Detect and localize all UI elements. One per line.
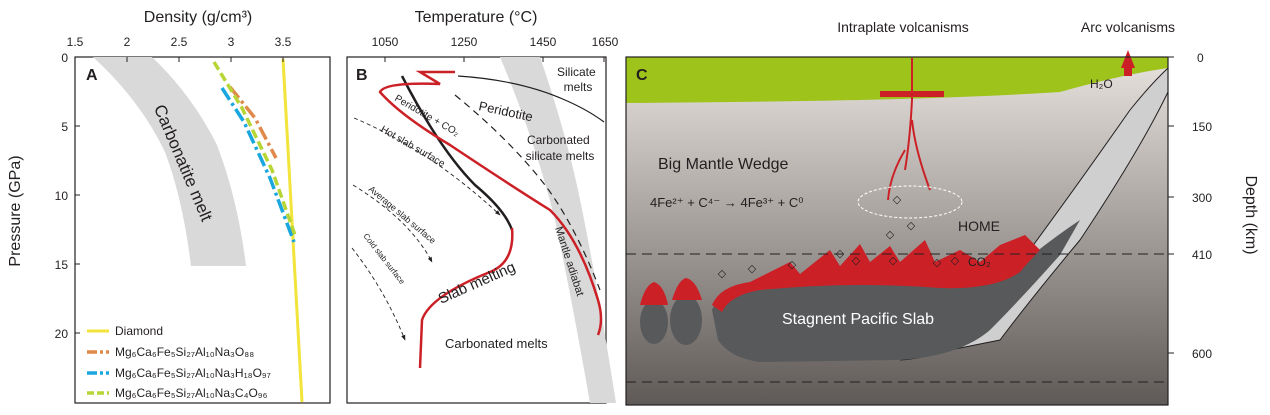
slab-blob-mid — [670, 295, 702, 345]
diamond-symbol: ◇ — [933, 257, 942, 269]
blob-flames-mid — [672, 278, 702, 300]
plume-conduit — [887, 58, 931, 201]
x-tick-label: 3 — [228, 35, 235, 49]
panel-c-frame — [625, 56, 1169, 406]
x-tick-label: 2 — [124, 35, 131, 49]
diamond-symbol: ◇ — [718, 268, 727, 280]
carbonated-silicate-line1: Carbonated — [527, 133, 590, 147]
depth-tick-label: 150 — [1192, 120, 1212, 134]
panel-b-x-axis: 1050 1250 1450 1650 — [372, 35, 619, 62]
carbonated-solidus-dashed — [454, 94, 601, 291]
depth-tick-label: 300 — [1192, 191, 1212, 205]
y-tick-label: 0 — [61, 51, 68, 65]
stagnant-slab-label: Stagnent Pacific Slab — [782, 311, 934, 328]
panel-a-letter: A — [86, 67, 98, 84]
blob-flames-left — [640, 282, 668, 305]
h97-line — [220, 87, 296, 243]
h88-line — [228, 85, 278, 159]
diamond-symbol: ◇ — [907, 220, 916, 232]
depth-tick-label: 600 — [1192, 347, 1212, 361]
home-dashed-region — [857, 185, 963, 219]
diamond-symbol: ◇ — [951, 255, 960, 267]
silicate-melts-label: Silicate melts — [557, 65, 599, 94]
x-tick-label: 1.5 — [67, 35, 84, 49]
legend-label-h88: Mg₆Ca₆Fe₅Si₂₇Al₁₀Na₃O₈₈ — [115, 345, 254, 359]
intraplate-sill — [880, 91, 944, 97]
diamond-symbol: ◇ — [893, 194, 902, 206]
wedge-label: Big Mantle Wedge — [658, 156, 789, 173]
depth-tick-label: 0 — [1197, 51, 1204, 65]
arc-feeder — [1124, 64, 1132, 76]
carbonated-melts-label: Carbonated melts — [445, 336, 548, 351]
legend-label-c96: Mg₆Ca₆Fe₅Si₂₇Al₁₀Na₃C₄O₉₆ — [115, 386, 268, 400]
panel-b-letter: B — [356, 67, 368, 84]
legend-label-h97: Mg₆Ca₆Fe₅Si₂₇Al₁₀Na₃H₁₈O₉₇ — [115, 366, 271, 380]
panel-c: Stagnent Pacific Slab ◇ ◇ ◇ ◇ ◇ ◇ ◇ ◇ ◇ — [625, 19, 1259, 406]
legend-label-diamond: Diamond — [115, 324, 163, 338]
hot-slab-arrow — [353, 117, 501, 216]
diamond-symbol: ◇ — [889, 255, 898, 267]
silicate-solidus-line — [457, 75, 605, 123]
panel-a-x-axis: 1.5 2 2.5 3 3.5 — [67, 35, 292, 62]
home-label: HOME — [958, 218, 1000, 234]
x-tick-label: 1250 — [451, 35, 478, 49]
diamond-symbol: ◇ — [788, 259, 797, 271]
reaction-label: 4Fe²⁺ + C⁴⁻ → 4Fe³⁺ + C⁰ — [650, 195, 803, 210]
melt-band-b — [500, 57, 616, 403]
x-tick-label: 1650 — [592, 35, 619, 49]
slab-red-rim — [712, 235, 1040, 312]
y-tick-label: 20 — [55, 327, 69, 341]
slab-blob-left — [640, 300, 668, 344]
silicate-melts-line1: Silicate — [557, 65, 596, 79]
slab-geotherm-line — [400, 75, 514, 231]
x-tick-label: 2.5 — [171, 35, 188, 49]
h2o-label: H₂O — [1090, 77, 1113, 91]
x-tick-label: 1450 — [530, 35, 557, 49]
carbonated-silicate-label: Carbonated silicate melts — [526, 133, 595, 163]
diamond-symbols: ◇ ◇ ◇ ◇ ◇ ◇ ◇ ◇ ◇ ◇ ◇ — [718, 194, 960, 280]
average-slab-arrow — [352, 184, 433, 263]
panel-c-depth-axis: 0 150 300 410 600 — [1168, 51, 1212, 361]
lithosphere-green — [626, 57, 1168, 103]
arc-volcano — [1121, 50, 1135, 68]
arc-label: Arc volcanisms — [1081, 19, 1175, 35]
carbonatite-melt-band — [93, 57, 246, 266]
intraplate-label: Intraplate volcanisms — [837, 19, 969, 35]
panel-c-right-label: Depth (km) — [1242, 175, 1259, 254]
panel-a: Carbonatite melt 1.5 2 2.5 3 3.5 Density… — [7, 9, 331, 404]
diamond-symbol: ◇ — [836, 248, 845, 260]
x-tick-label: 1050 — [372, 35, 399, 49]
panel-a-left-label: Pressure (GPa) — [7, 155, 24, 266]
peridotite-co2-solidus — [378, 70, 603, 336]
carbonated-silicate-line2: silicate melts — [526, 149, 595, 163]
y-tick-label: 15 — [55, 258, 69, 272]
y-tick-label: 10 — [55, 189, 69, 203]
silicate-melts-line2: melts — [564, 80, 593, 94]
diamond-symbol: ◇ — [748, 263, 757, 275]
depth-tick-label: 410 — [1192, 248, 1212, 262]
slab-melting-curve — [418, 227, 514, 369]
panel-b: 1050 1250 1450 1650 Temperature (°C) B S… — [346, 9, 619, 404]
panel-b-top-label: Temperature (°C) — [415, 9, 538, 26]
stagnant-slab — [712, 220, 1080, 362]
panel-a-legend: Diamond Mg₆Ca₆Fe₅Si₂₇Al₁₀Na₃O₈₈ Mg₆Ca₆Fe… — [87, 324, 271, 400]
panel-a-y-axis: 0 5 10 15 20 — [55, 51, 80, 341]
diamond-symbol: ◇ — [886, 229, 895, 241]
c96-line — [212, 61, 298, 239]
panel-c-letter: C — [636, 67, 648, 84]
y-tick-label: 5 — [61, 120, 68, 134]
diamond-symbol: ◇ — [852, 255, 861, 267]
x-tick-label: 3.5 — [275, 35, 292, 49]
panel-a-top-label: Density (g/cm³) — [144, 9, 252, 26]
co2-label: CO₂ — [968, 255, 991, 269]
